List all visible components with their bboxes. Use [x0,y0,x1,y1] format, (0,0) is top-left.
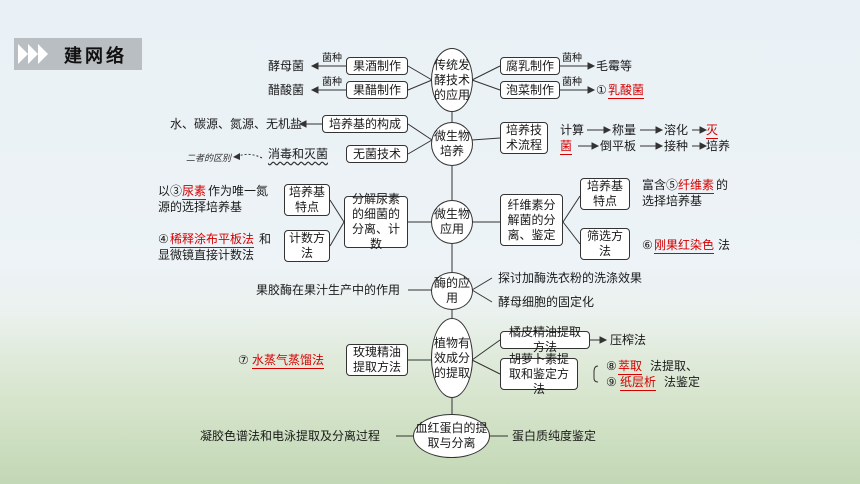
answer-3-prefix: 以③ [158,184,183,198]
answer-5-prefix: 富含⑤ [642,178,679,192]
text-acetic: 醋酸菌 [268,83,305,97]
box-sufu: 腐乳制作 [500,57,560,75]
box-flow: 培养技术流程 [500,122,548,154]
node-hemoglobin: 血红蛋白的提取与分离 [413,414,490,458]
text-culture: 培养 [706,139,731,153]
answer-6-number: ⑥ [642,238,653,252]
answer-8: 萃取 [618,359,643,375]
text-purity: 蛋白质纯度鉴定 [512,429,597,443]
handwritten-note: 二者的区别 [186,154,232,164]
text-weigh: 称量 [612,123,637,137]
background-grass [0,314,860,484]
node-microbe-application: 微生物应用 [431,200,473,244]
text-medium-parts: 水、碳源、氮源、无机盐 [170,117,303,131]
answer-2b: 菌 [560,139,573,155]
box-orange: 橘皮精油提取方法 [500,325,590,354]
box-medium-feature-2: 培养基特点 [580,178,630,210]
box-urea: 分解尿素的细菌的分离、计数 [344,192,408,251]
text-gel-electrophoresis: 凝胶色谱法和电泳提取及分离过程 [200,429,381,443]
text-yeast: 酵母菌 [268,59,305,73]
box-pickle: 泡菜制作 [500,81,560,99]
box-vinegar: 果醋制作 [346,81,408,99]
chevron-icon [38,44,48,64]
label-strain: 菌种 [562,53,582,64]
answer-7-number: ⑦ [238,353,249,367]
answer-5-line2: 选择培养基 [642,194,703,208]
answer-3: 尿素 [182,184,207,200]
answer-5: 纤维素 [678,178,715,194]
node-enzyme-application: 酶的应用 [431,272,473,310]
text-plate: 倒平板 [600,139,637,153]
text-pectin: 果胶酶在果汁生产中的作用 [256,283,401,297]
answer-8-number: ⑧ [606,359,617,373]
answer-1: 乳酸菌 [608,83,645,99]
text-press: 压榨法 [610,333,647,347]
text-calc: 计算 [560,123,585,137]
box-medium-feature: 培养基特点 [284,184,330,216]
answer-3-suffix: 作为唯一氮 [208,184,269,198]
answer-3-line2: 源的选择培养基 [158,200,243,214]
section-header: 建网络 [14,38,142,70]
label-strain: 菌种 [322,77,342,88]
box-medium: 培养基的构成 [322,115,408,133]
text-mold: 毛霉等 [596,59,633,73]
box-carrot: 胡萝卜素提取和鉴定方法 [500,352,578,396]
answer-2a: 灭 [706,123,719,139]
answer-4: 稀释涂布平板法 [170,232,255,248]
box-cellulose: 纤维素分解菌的分离、鉴定 [500,194,563,246]
text-inoc: 接种 [664,139,689,153]
answer-6: 刚果红染色 [654,238,715,254]
answer-9-number: ⑨ [606,375,617,389]
section-title: 建网络 [64,46,127,67]
box-rose: 玫瑰精油提取方法 [346,344,408,376]
answer-5-suffix: 的 [716,178,729,192]
answer-6-suffix: 法 [718,238,731,252]
label-strain: 菌种 [322,53,342,64]
text-disinfect: 消毒和灭菌 [268,147,329,161]
box-screen-method: 筛选方法 [580,228,630,260]
answer-1-number: ① [596,83,607,97]
node-microbe-culture: 微生物培养 [431,122,473,166]
answer-9-suffix: 法鉴定 [664,375,701,389]
box-wine: 果酒制作 [346,57,408,75]
label-strain: 菌种 [562,77,582,88]
box-count-method: 计数方法 [284,230,330,262]
node-traditional-fermentation: 传统发酵技术的应用 [431,48,473,112]
answer-4-suffix: 和 [259,232,272,246]
answer-8-suffix: 法提取、 [650,359,699,373]
answer-4-line2: 显微镜直接计数法 [158,248,255,262]
node-plant-extraction: 植物有效成分的提取 [431,318,473,398]
chevron-icon [28,44,38,64]
text-wash: 探讨加酶洗衣粉的洗涤效果 [498,271,643,285]
answer-7: 水蒸气蒸馏法 [252,353,325,369]
box-sterile: 无菌技术 [346,145,408,163]
answer-9: 纸层析 [620,375,657,391]
text-immob: 酵母细胞的固定化 [498,295,595,309]
text-dissolve: 溶化 [664,123,689,137]
answer-4-number: ④ [158,232,169,246]
chevron-icon [18,44,28,64]
